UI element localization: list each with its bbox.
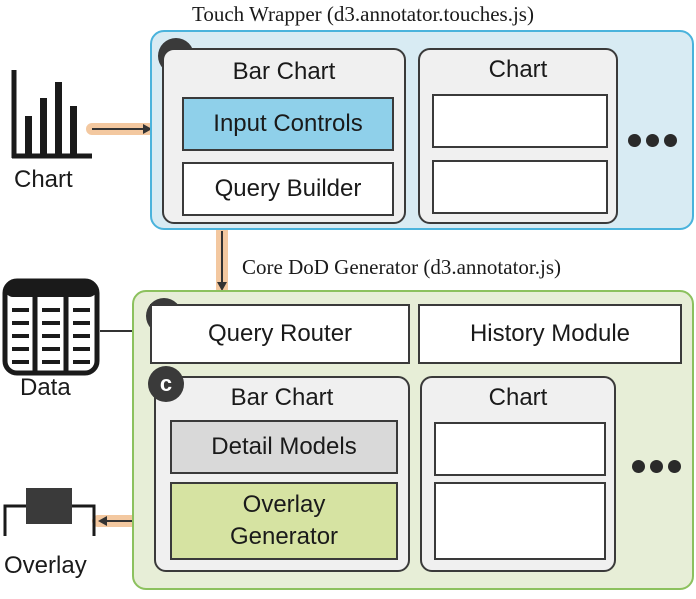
generator-to-overlay-arrowhead bbox=[98, 516, 107, 526]
touch-chart-title: Chart bbox=[488, 56, 548, 83]
query-router-box: Query Router bbox=[150, 304, 410, 364]
touch-chart-slot-1 bbox=[432, 94, 608, 148]
overlay-icon bbox=[3, 488, 96, 536]
core-bar-chart-panel: Bar Chart Detail Models Overlay Generato… bbox=[154, 376, 410, 572]
touch-to-core-arrowhead bbox=[217, 282, 227, 291]
core-chart-panel: Chart bbox=[420, 376, 616, 572]
core-generator-title: Core DoD Generator (d3.annotator.js) bbox=[242, 255, 561, 279]
touch-wrapper-title: Touch Wrapper (d3.annotator.touches.js) bbox=[192, 2, 534, 26]
overlay-generator-line-2: Generator bbox=[229, 523, 339, 550]
input-controls-box: Input Controls bbox=[182, 97, 394, 151]
core-chart-title: Chart bbox=[488, 384, 548, 411]
touch-bar-chart-panel: Bar Chart Input Controls Query Builder bbox=[162, 48, 406, 224]
overlay-label: Overlay bbox=[4, 552, 87, 579]
touch-chart-slot-2 bbox=[432, 160, 608, 214]
query-builder-box: Query Builder bbox=[182, 162, 394, 216]
detail-models-box: Detail Models bbox=[170, 420, 398, 474]
bar-chart-icon bbox=[11, 70, 92, 159]
table-icon bbox=[2, 278, 100, 376]
chart-label: Chart bbox=[14, 166, 73, 193]
core-ellipsis bbox=[632, 460, 681, 473]
core-bar-chart-title: Bar Chart bbox=[230, 384, 334, 411]
overlay-generator-line-1: Overlay bbox=[242, 491, 326, 518]
overlay-generator-box: Overlay Generator bbox=[170, 482, 398, 560]
core-chart-slot-2 bbox=[434, 482, 606, 560]
badge-c: c bbox=[148, 366, 184, 402]
touch-wrapper-box: a Bar Chart Input Controls Query Builder… bbox=[150, 30, 694, 230]
touch-chart-panel: Chart bbox=[418, 48, 618, 224]
core-generator-box: b Query Router History Module Bar Chart … bbox=[132, 290, 694, 590]
chart-to-touch-arrowhead bbox=[143, 124, 152, 134]
touch-bar-chart-title: Bar Chart bbox=[232, 58, 336, 85]
touch-ellipsis bbox=[628, 134, 677, 147]
history-module-box: History Module bbox=[418, 304, 682, 364]
core-chart-slot-1 bbox=[434, 422, 606, 476]
data-label: Data bbox=[20, 374, 71, 401]
